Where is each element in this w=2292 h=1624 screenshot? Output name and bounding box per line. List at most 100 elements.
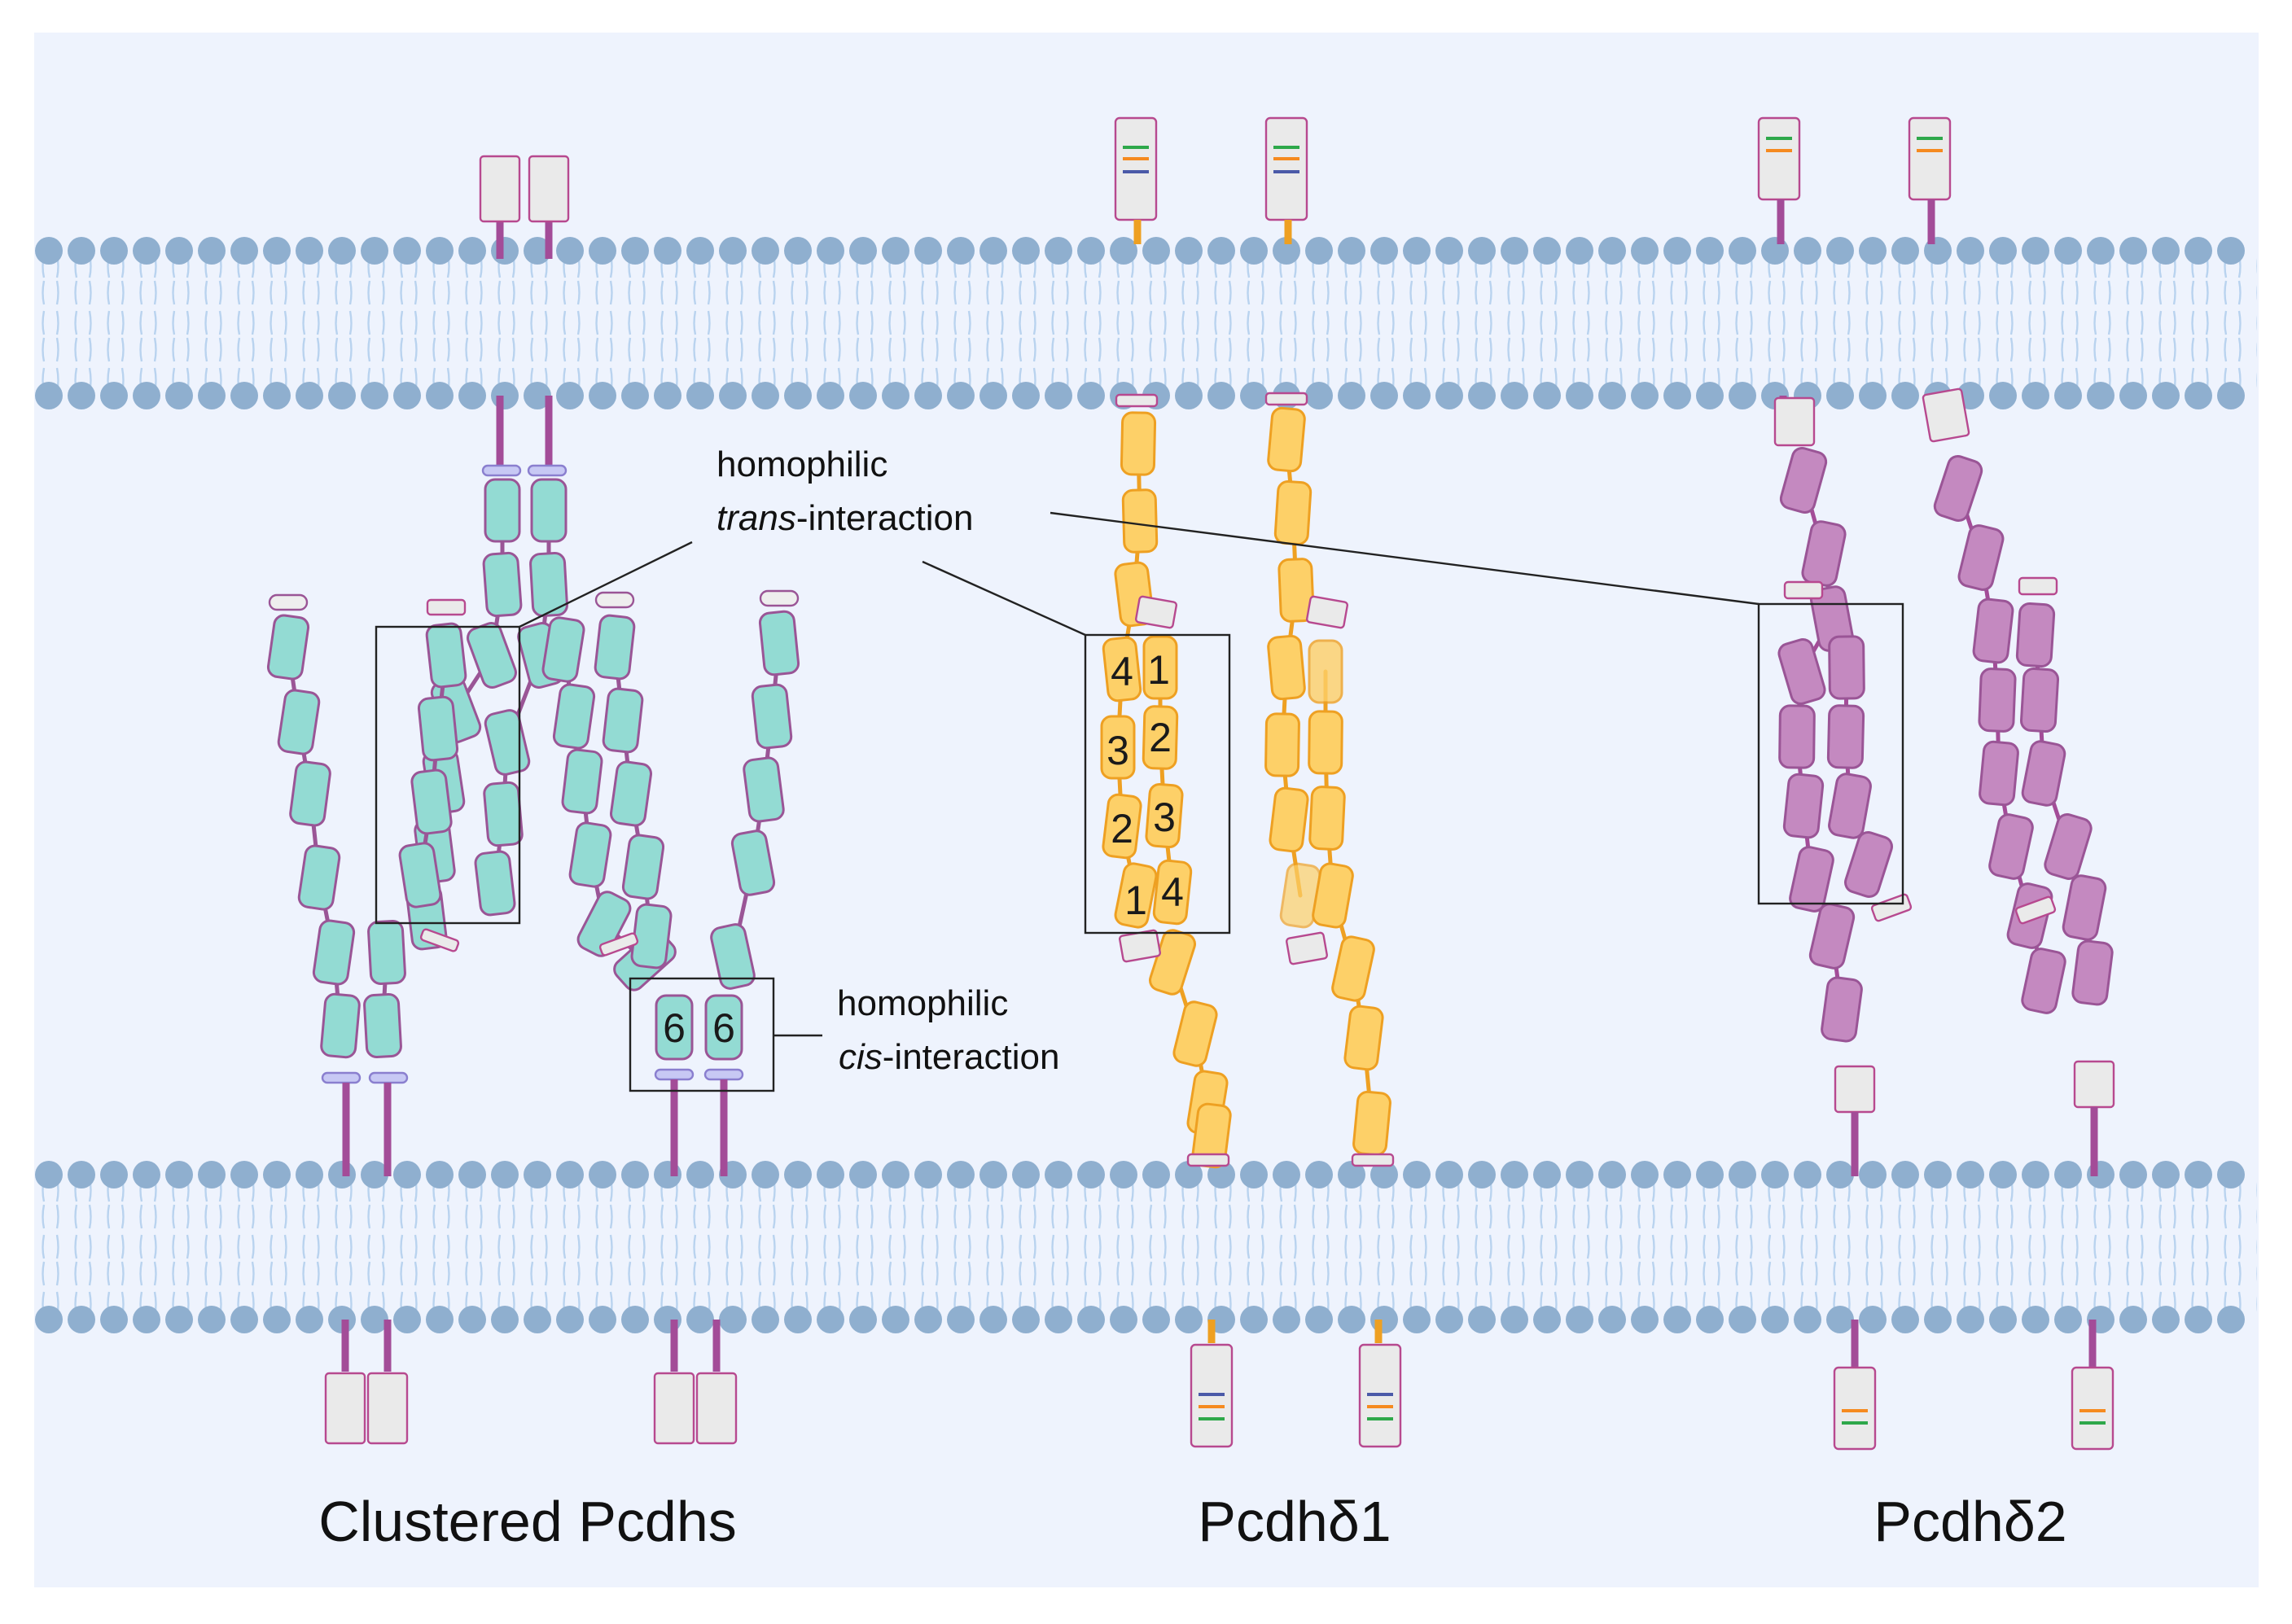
domain-number: 3 xyxy=(1107,728,1129,773)
lipid-head xyxy=(1826,1306,1854,1333)
lipid-head xyxy=(1403,1306,1431,1333)
lipid-head xyxy=(133,382,160,409)
lipid-head xyxy=(1338,1161,1365,1188)
lipid-head xyxy=(849,1161,877,1188)
lipid-head xyxy=(263,382,291,409)
lipid-head xyxy=(458,237,486,265)
delta2-b-domain xyxy=(1828,635,1865,700)
lipid-head xyxy=(1761,237,1789,265)
delta2-cap xyxy=(1773,396,1816,447)
lipid-head xyxy=(35,237,63,265)
lipid-head xyxy=(1598,382,1626,409)
lipid-head xyxy=(1924,1161,1952,1188)
clustered-cap xyxy=(419,928,460,952)
lipid-head xyxy=(1794,237,1821,265)
delta1-d-domain xyxy=(1308,710,1343,775)
delta1-tail-box xyxy=(1114,116,1158,221)
clustered-cap xyxy=(426,598,467,616)
delta2-d-domain xyxy=(2044,813,2093,880)
trans-leader-1 xyxy=(519,541,693,628)
lipid-head xyxy=(1859,1161,1887,1188)
clustered-mid2-domain xyxy=(610,760,652,827)
clustered-mid2-domain xyxy=(621,834,665,900)
lipid-head xyxy=(621,1161,649,1188)
lipid-head xyxy=(1207,382,1235,409)
lipid-head xyxy=(1305,1161,1333,1188)
lipid-head xyxy=(1891,1306,1919,1333)
delta1-cap xyxy=(1119,929,1161,963)
lipid-head xyxy=(1045,1161,1072,1188)
clustered-far-left-domain xyxy=(312,919,356,986)
lipid-head xyxy=(1729,1306,1756,1333)
lipid-head xyxy=(1175,1161,1203,1188)
lipid-head xyxy=(1501,382,1528,409)
lipid-head xyxy=(1729,1161,1756,1188)
lipid-head xyxy=(393,382,421,409)
lipid-head xyxy=(296,382,323,409)
clustered-inner-domain xyxy=(425,622,467,689)
lipid-head xyxy=(2119,1161,2147,1188)
lipid-head xyxy=(198,237,226,265)
clustered-mid2-domain xyxy=(630,903,673,970)
lipid-head xyxy=(686,382,714,409)
lipid-head xyxy=(1501,1306,1528,1333)
lipid-head xyxy=(752,382,779,409)
clustered-right-upper-domain xyxy=(483,781,524,847)
clustered-cap xyxy=(268,593,309,611)
lipid-head xyxy=(393,237,421,265)
trans-label-line1: homophilic xyxy=(717,444,887,484)
delta1-c-domain xyxy=(1264,712,1300,777)
lipid-head xyxy=(100,237,128,265)
delta2-a-domain xyxy=(1778,704,1816,769)
delta2-d-domain xyxy=(2071,939,2114,1006)
delta2-c-domain xyxy=(1933,454,1983,523)
delta2-d-domain xyxy=(2019,668,2060,733)
clustered-far-right-domain xyxy=(710,923,756,990)
delta1-b-domain xyxy=(1145,782,1184,849)
delta2-c-domain xyxy=(1972,598,2014,664)
lipid-head xyxy=(1761,1306,1789,1333)
lipid-head xyxy=(1142,237,1170,265)
lipid-head xyxy=(914,1306,942,1333)
delta2-cap xyxy=(2018,576,2058,596)
lipid-head xyxy=(100,1306,128,1333)
lipid-head xyxy=(1663,382,1691,409)
lipid-head xyxy=(1305,237,1333,265)
lipid-head xyxy=(1012,382,1040,409)
upper-membrane-tails xyxy=(34,251,2257,396)
delta1-tm-pill xyxy=(1264,392,1308,406)
lipid-head xyxy=(914,1161,942,1188)
lipid-head xyxy=(133,1306,160,1333)
clustered-left-upper-domain xyxy=(484,478,521,543)
lipid-head xyxy=(1338,1306,1365,1333)
clustered-left-lower-domain xyxy=(367,920,406,985)
lipid-head xyxy=(947,1161,975,1188)
lipid-head xyxy=(882,382,909,409)
lipid-head xyxy=(1435,1161,1463,1188)
lipid-head xyxy=(100,382,128,409)
lipid-head xyxy=(914,382,942,409)
lipid-head xyxy=(1012,1306,1040,1333)
lipid-head xyxy=(426,1161,454,1188)
lipid-head xyxy=(458,382,486,409)
lipid-head xyxy=(1370,237,1398,265)
lipid-head xyxy=(1240,1306,1268,1333)
lipid-head xyxy=(68,1161,95,1188)
lipid-head xyxy=(1240,1161,1268,1188)
delta2-tail-box xyxy=(1757,116,1801,201)
lipid-head xyxy=(1989,237,2017,265)
lipid-head xyxy=(686,1161,714,1188)
lipid-head xyxy=(1989,1161,2017,1188)
delta2-cap xyxy=(1834,1065,1876,1114)
delta1-c-domain xyxy=(1273,480,1313,545)
delta2-tail-box xyxy=(1908,116,1952,201)
lipid-head xyxy=(882,1161,909,1188)
cis-rest: -interaction xyxy=(883,1037,1060,1077)
lipid-head xyxy=(1370,382,1398,409)
lipid-head xyxy=(491,1306,519,1333)
lipid-head xyxy=(1403,382,1431,409)
lipid-head xyxy=(556,1306,584,1333)
lipid-head xyxy=(1240,382,1268,409)
membrane-head-groups xyxy=(35,237,2245,1333)
lipid-head xyxy=(817,1306,844,1333)
